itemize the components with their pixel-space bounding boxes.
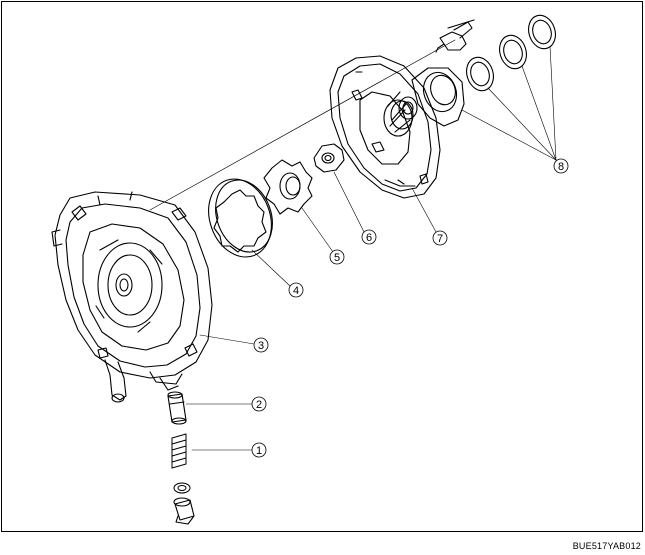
valve-spring [171,433,187,469]
callout-1: 1 [251,442,267,458]
callout-4: 4 [288,282,304,298]
washer [173,482,191,494]
callout-3-label: 3 [258,340,264,352]
pump-cover [329,55,465,199]
callout-2: 2 [251,396,267,412]
pump-valve-piece [313,143,345,173]
figure-code: BUE517YAB012 [572,541,641,551]
outer-gear [208,178,273,258]
callout-3: 3 [253,337,269,353]
pump-housing [51,191,213,403]
callout-8-label: 8 [558,161,564,173]
callout-4-label: 4 [293,285,299,297]
seal-rings [466,14,556,92]
callout-1-label: 1 [256,445,262,457]
plug-bolt [173,497,195,525]
callout-5-label: 5 [334,252,340,264]
valve-sleeve [167,391,187,425]
inner-gear [263,159,313,215]
leader-lines [185,45,557,451]
cover-bolt [435,19,475,53]
callout-5: 5 [329,249,345,265]
callout-6-label: 6 [366,232,372,244]
explosion-axis-line [149,39,456,211]
callout-7-label: 7 [437,233,443,245]
diagram-frame [1,1,643,532]
callout-8: 8 [553,158,569,174]
callout-7: 7 [432,230,448,246]
callout-2-label: 2 [256,399,262,411]
callout-6: 6 [361,229,377,245]
